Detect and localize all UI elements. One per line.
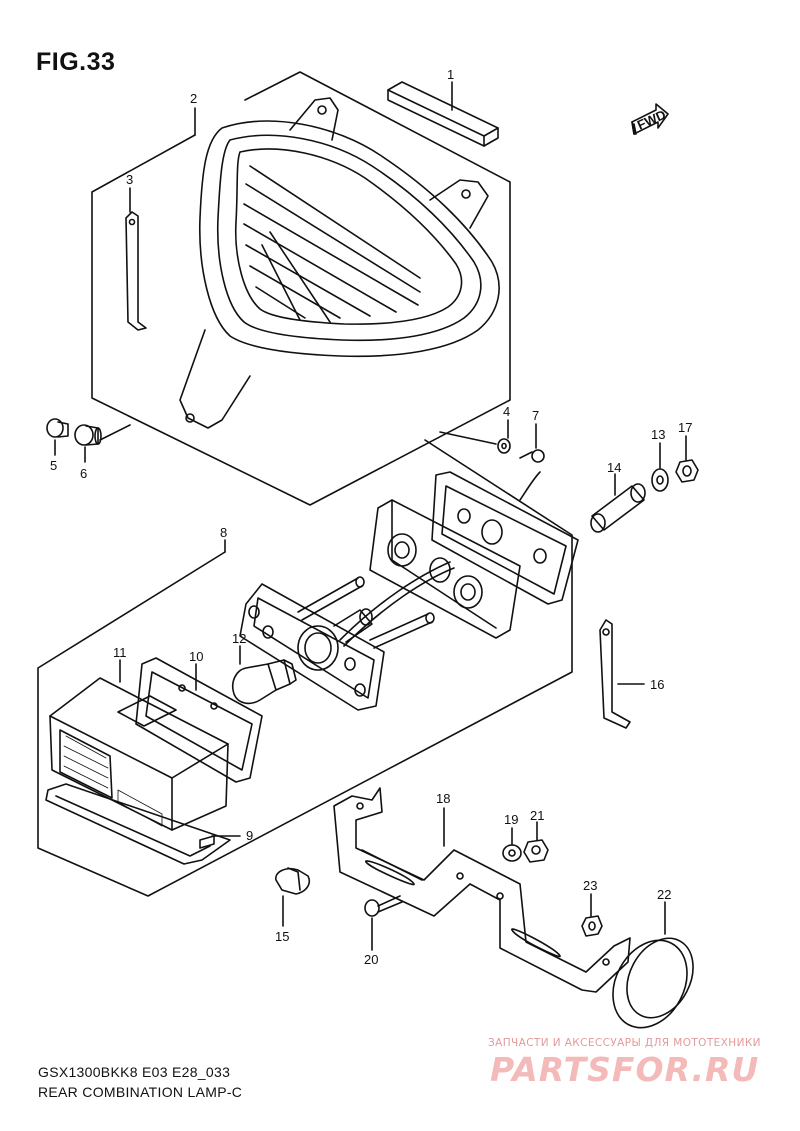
part-13-washer [651,468,669,492]
part-15-cap [275,867,311,895]
watermark-logo: PARTSFOR.RU [490,1050,760,1089]
part-12-bulb [231,659,297,705]
part-3-strip [125,211,147,331]
part-16-bracket [599,619,631,729]
callout-23: 23 [583,878,597,893]
part-1-strip [387,81,499,147]
forward-arrow-icon: FWD [631,103,669,135]
part-11-lens [49,677,229,831]
callout-18: 18 [436,791,450,806]
callout-16: 16 [650,677,664,692]
part-base-plate [369,499,521,639]
callout-8: 8 [220,525,227,540]
callout-13: 13 [651,427,665,442]
part-21-nut [523,839,549,863]
part-bolts [297,576,435,649]
part-23-nut [581,915,603,937]
callout-4: 4 [503,404,510,419]
part-14-collar [590,483,646,533]
callout-19: 19 [504,812,518,827]
part-19-washer [502,844,522,862]
part-17-nut [675,459,699,483]
leader-4-to-group [439,431,497,445]
part-9-reflector [45,783,231,865]
callout-2: 2 [190,91,197,106]
callout-6: 6 [80,466,87,481]
callout-21: 21 [530,808,544,823]
group-8-outline [37,439,573,897]
callout-20: 20 [364,952,378,967]
leader-6-to-group [99,424,131,441]
callout-9: 9 [246,828,253,843]
part-5-grommet [46,418,69,438]
part-22-reflector [612,937,694,1029]
callout-12: 12 [232,631,246,646]
callout-3: 3 [126,172,133,187]
part-gasket-rear [431,471,579,605]
group-2-outline [91,71,511,506]
callout-1: 1 [447,67,454,82]
callout-22: 22 [657,887,671,902]
part-18-bracket [333,787,631,993]
fwd-label: FWD [635,107,668,133]
callout-15: 15 [275,929,289,944]
callout-7: 7 [532,408,539,423]
figure-title: FIG.33 [36,48,116,76]
part-socket-plate [239,583,385,711]
section-title: REAR COMBINATION LAMP-C [38,1084,243,1100]
part-7-screw [519,449,545,463]
model-code: GSX1300BKK8 E03 E28_033 [38,1064,231,1080]
callout-5: 5 [50,458,57,473]
part-6-grommet [74,424,102,446]
callout-10: 10 [189,649,203,664]
part-10-gasket [135,657,263,783]
tail-lamp-housing [179,97,500,429]
part-20-bolt [364,895,403,917]
callout-17: 17 [678,420,692,435]
callout-11: 11 [113,645,127,660]
part-4-washer [497,438,511,454]
watermark-tagline: ЗАПЧАСТИ И АКСЕССУАРЫ ДЛЯ МОТОТЕХНИКИ [488,1037,761,1049]
callout-14: 14 [607,460,621,475]
part-wiring [339,471,541,647]
